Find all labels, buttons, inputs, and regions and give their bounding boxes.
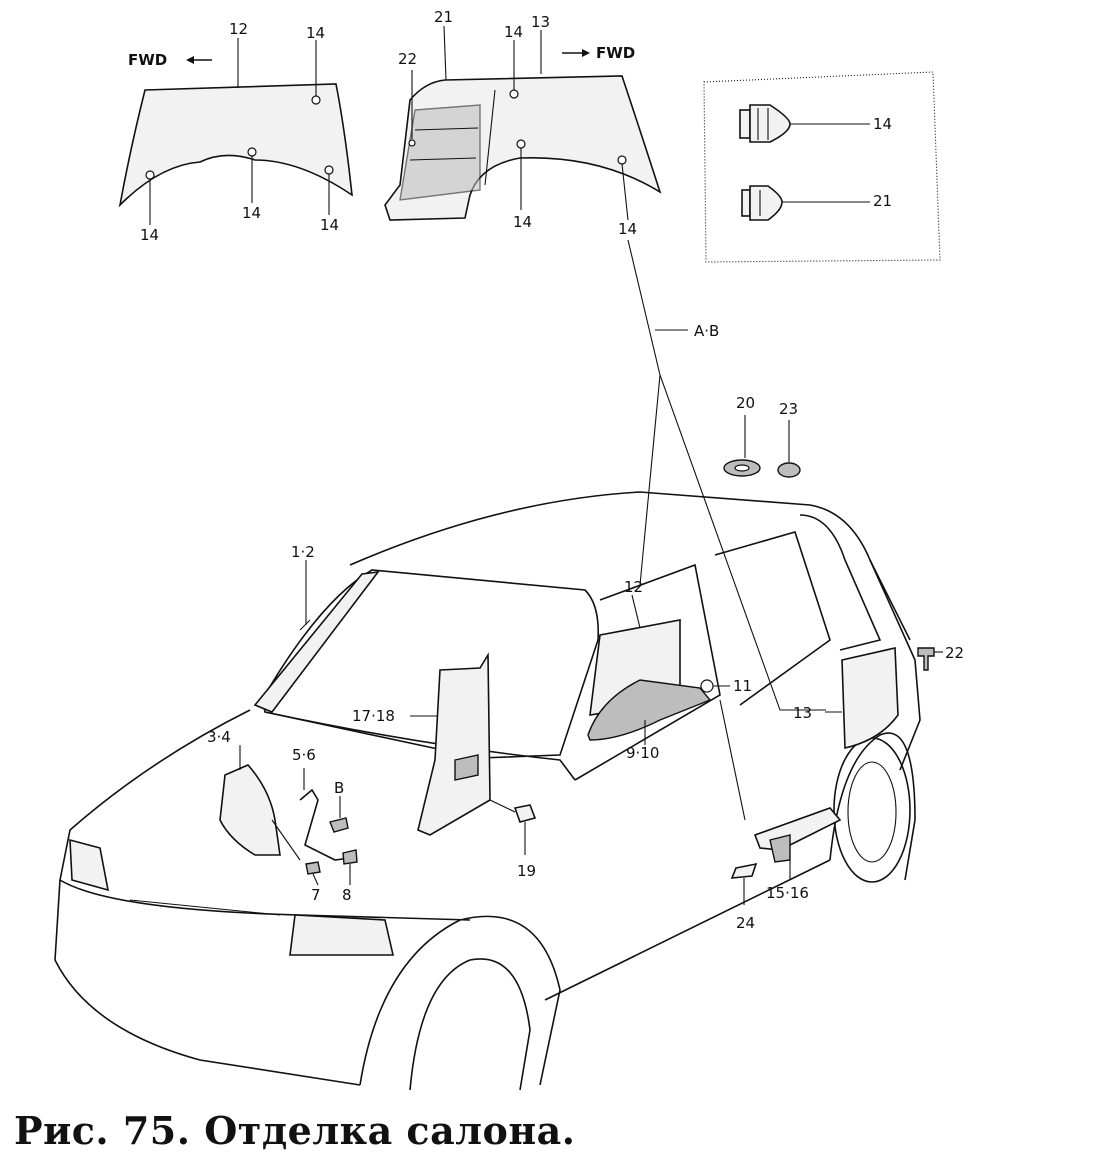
part-5-6-7-8-bracket [271,768,358,886]
label-9-10: 9·10 [626,744,659,762]
figure-caption: Рис. 75. Отделка салона. [14,1108,576,1153]
part-3-4-kick-panel [219,745,281,856]
label-14-f: 14 [513,213,532,231]
label-5-6: 5·6 [292,746,316,764]
diagram-canvas: FWD 12 14 14 14 14 FWD 21 13 14 22 14 14 [54,8,964,1091]
label-22-car: 22 [945,644,964,662]
label-b: B [334,779,344,797]
label-14-g: 14 [618,220,637,238]
label-ab: A·B [694,322,719,340]
label-14-a: 14 [306,24,325,42]
label-17-18: 17·18 [352,707,395,725]
label-20: 20 [736,394,755,412]
part-20-23 [723,415,801,478]
part-13-on-car [825,647,899,749]
fwd-right-label: FWD [596,44,635,62]
fwd-left-label: FWD [128,51,167,69]
label-21-top: 21 [434,8,453,26]
clip-21-icon [741,185,783,221]
label-7: 7 [311,886,321,904]
part-19-clip [489,799,537,855]
part-9-10-on-car [587,679,712,745]
clip-legend-box [703,71,941,263]
label-14-e: 14 [504,23,523,41]
legend-label-21: 21 [873,192,892,210]
label-12-car: 12 [624,578,643,596]
label-11: 11 [733,677,752,695]
label-14-d: 14 [320,216,339,234]
panel-13-detail [384,25,662,221]
label-12-top: 12 [229,20,248,38]
label-15-16: 15·16 [766,884,809,902]
part-22-on-car [917,647,943,671]
label-14-b: 14 [140,226,159,244]
label-19: 19 [517,862,536,880]
label-1-2: 1·2 [291,543,315,561]
part-24-pad [730,862,758,905]
part-17-18-b-pillar [410,652,491,836]
label-22-top: 22 [398,50,417,68]
label-24: 24 [736,914,755,932]
label-23: 23 [779,400,798,418]
clip-14-icon [739,104,791,143]
label-14-c: 14 [242,204,261,222]
label-13-top: 13 [531,13,550,31]
part-15-16-sill-plate [753,807,842,880]
part-11-clip [700,679,730,693]
label-3-4: 3·4 [207,728,231,746]
legend-label-14: 14 [873,115,892,133]
label-13-car: 13 [793,704,812,722]
label-8: 8 [342,886,352,904]
panel-12-detail [118,38,353,225]
car-body [54,491,921,1091]
ab-leader-lines [627,239,826,711]
